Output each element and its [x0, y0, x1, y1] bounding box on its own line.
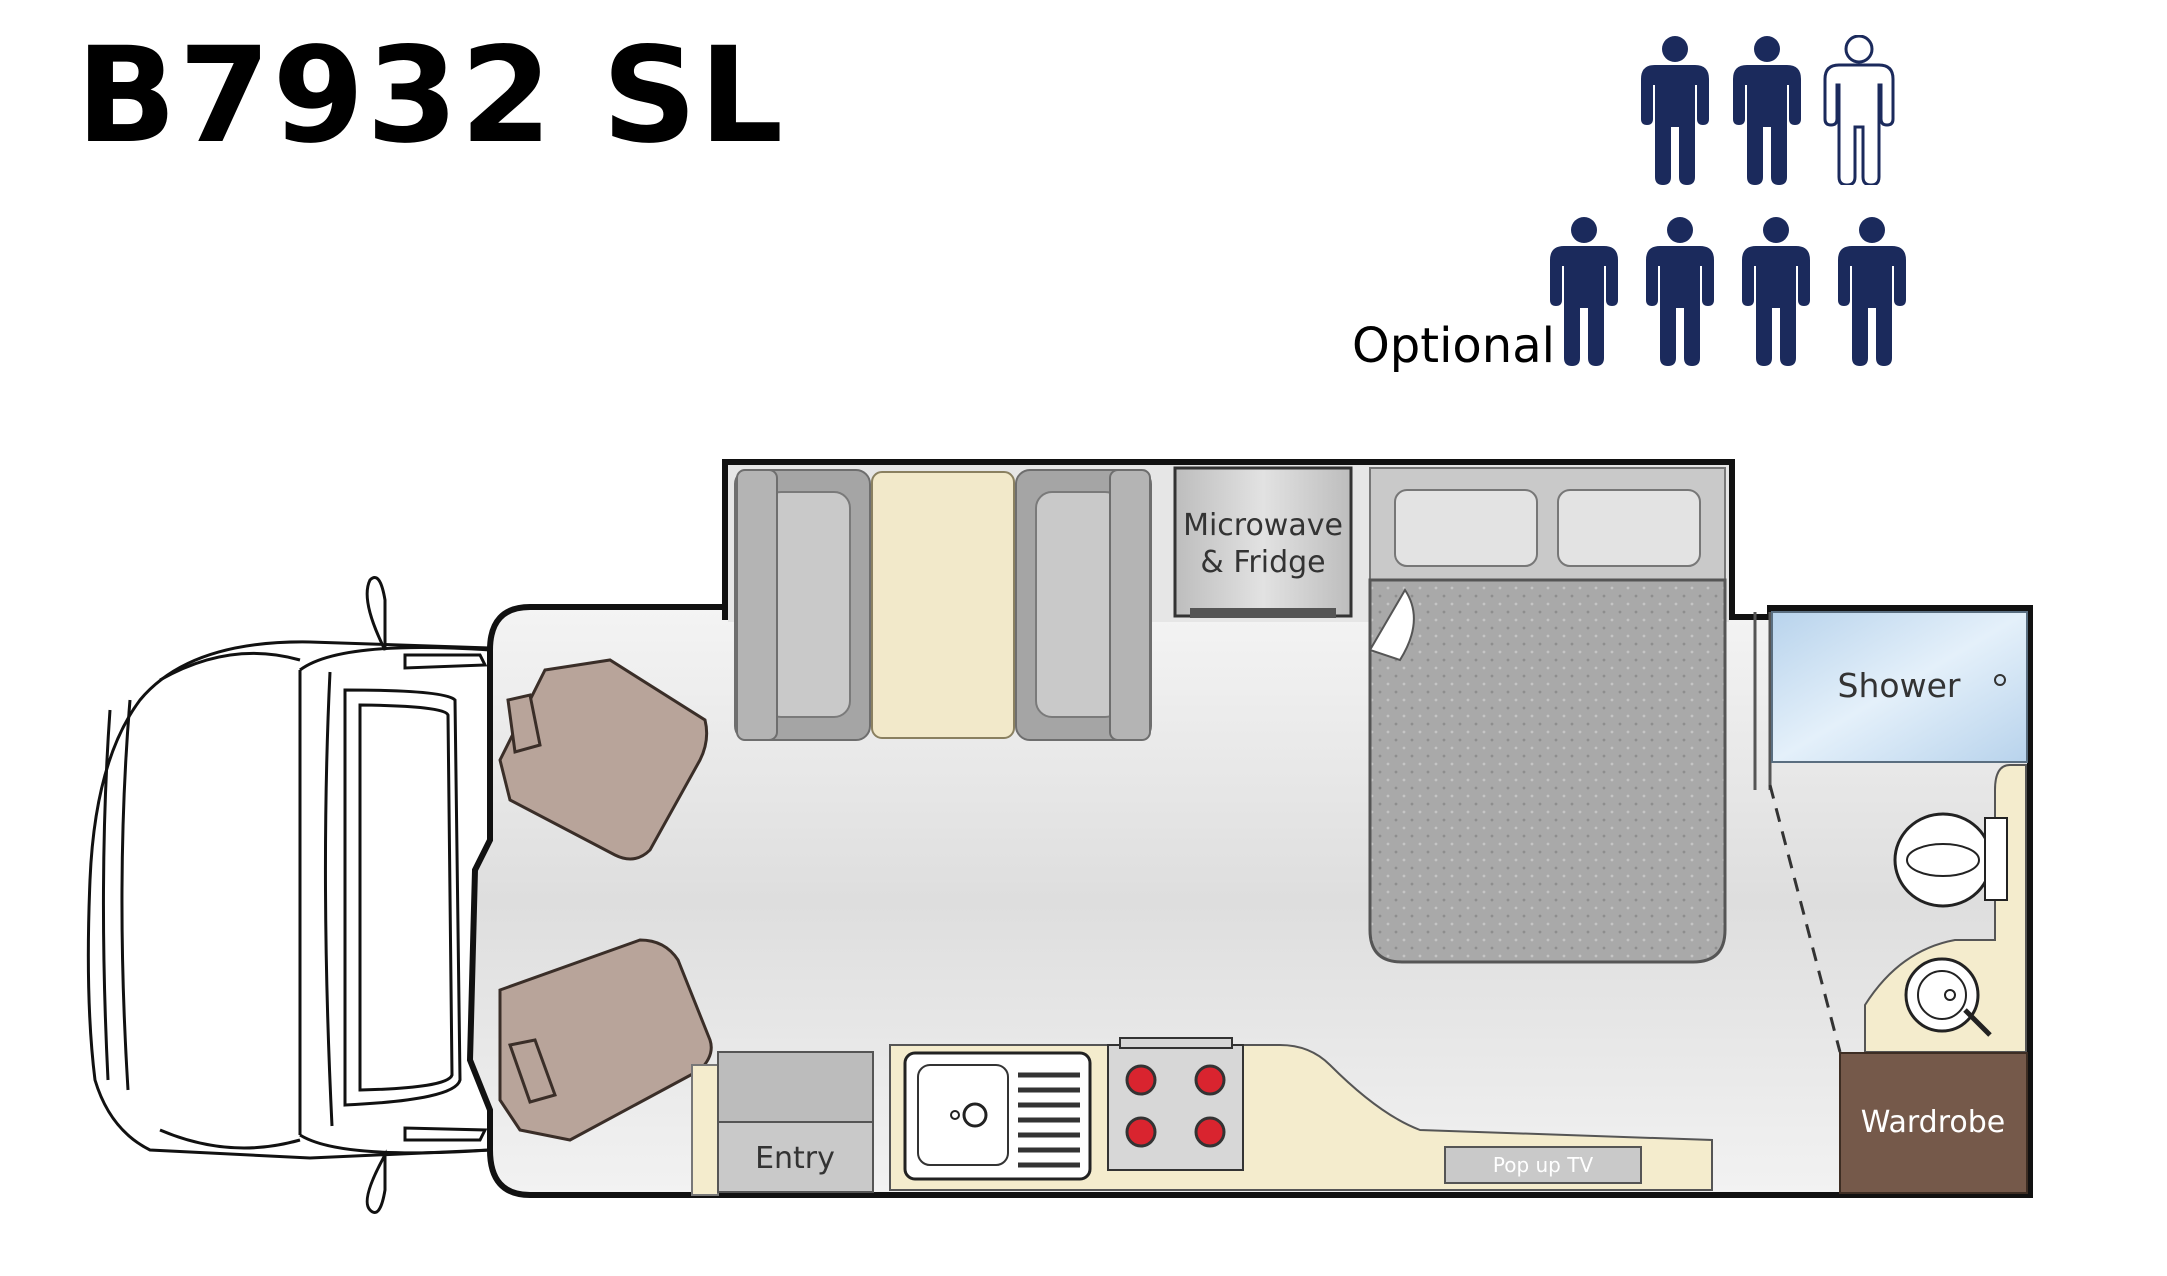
cooktop: [1107, 1044, 1244, 1171]
vehicle-cab: [86, 576, 491, 1214]
optional-label: Optional: [1352, 318, 1555, 374]
dinette: [734, 469, 1152, 741]
wardrobe: Wardrobe: [1839, 1052, 2028, 1194]
person-filled-icon: [1742, 217, 1810, 366]
kitchen-counter: Pop up TV: [889, 1037, 1713, 1191]
shower: [1771, 611, 2028, 763]
capacity-travel: [1641, 35, 1895, 185]
wardrobe-label: Wardrobe: [1861, 1105, 2006, 1140]
entry-label: Entry: [755, 1141, 835, 1176]
burner-icon: [1194, 1064, 1226, 1096]
tv-label: Pop up TV: [1493, 1153, 1594, 1177]
person-filled-icon: [1733, 36, 1801, 185]
person-filled-icon: [1550, 217, 1618, 366]
person-filled-icon: [1646, 217, 1714, 366]
basin-icon: [1904, 957, 1980, 1033]
model-title: B7932 SL: [76, 19, 786, 173]
microwave-fridge: Microwave & Fridge: [1173, 466, 1353, 618]
cab-seats: [498, 658, 713, 1142]
bed: [1368, 467, 1727, 964]
microwave-label-line2: & Fridge: [1200, 545, 1325, 580]
capacity-sleeping: [1550, 217, 1906, 366]
burner-icon: [1194, 1116, 1226, 1148]
person-filled-icon: [1838, 217, 1906, 366]
shower-label: Shower: [1838, 666, 1961, 705]
burner-icon: [1125, 1116, 1157, 1148]
tv-box: [1444, 1146, 1642, 1184]
bathroom: Shower: [1753, 611, 2028, 1053]
dinette-table: [871, 471, 1015, 739]
person-outline-icon: [1823, 35, 1895, 185]
microwave-label-line1: Microwave: [1183, 508, 1343, 543]
person-filled-icon: [1641, 36, 1709, 185]
entry-area: Entry: [691, 1051, 874, 1196]
burner-icon: [1125, 1064, 1157, 1096]
